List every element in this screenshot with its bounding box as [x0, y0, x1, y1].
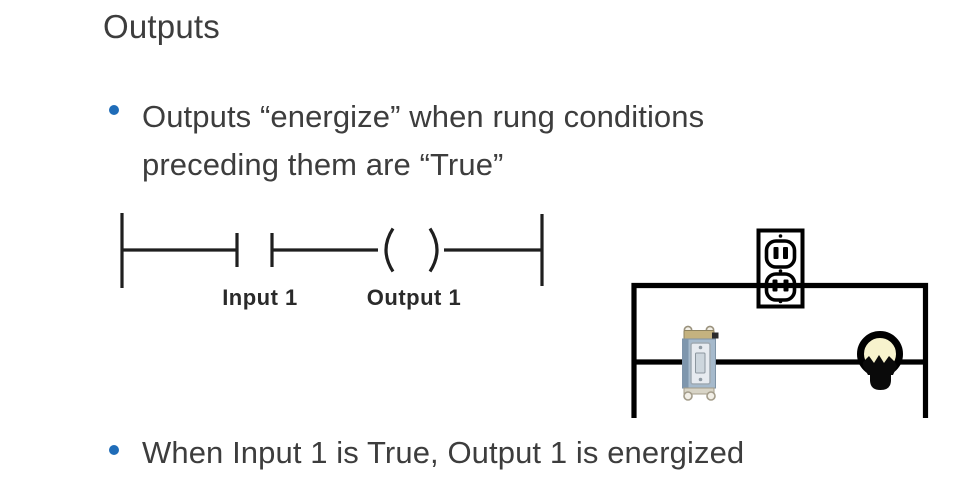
bullet1-line1: Outputs “energize” when rung conditions	[142, 99, 705, 134]
input-contact-label: Input 1	[222, 285, 298, 310]
output-coil-label: Output 1	[367, 285, 461, 310]
slide-title: Outputs	[103, 8, 220, 45]
ladder-rung-diagram	[120, 213, 544, 288]
light-bulb-icon	[857, 331, 903, 390]
circuit-frame-wire	[631, 282, 929, 418]
light-switch-icon	[682, 325, 719, 401]
normally-open-contact-icon	[235, 233, 274, 267]
bullet-dot-icon	[109, 105, 119, 115]
power-outlet-icon	[764, 234, 797, 304]
bullet1-line2: preceding them are “True”	[142, 147, 504, 182]
circuit-diagram	[631, 228, 929, 418]
bullet2-line1: When Input 1 is True, Output 1 is energi…	[142, 435, 745, 470]
bullet-dot-icon	[109, 445, 119, 455]
output-coil-icon	[384, 227, 439, 273]
bullet-item-1: Outputs “energize” when rung conditions …	[142, 93, 704, 189]
bullet-item-2: When Input 1 is True, Output 1 is energi…	[142, 433, 744, 473]
